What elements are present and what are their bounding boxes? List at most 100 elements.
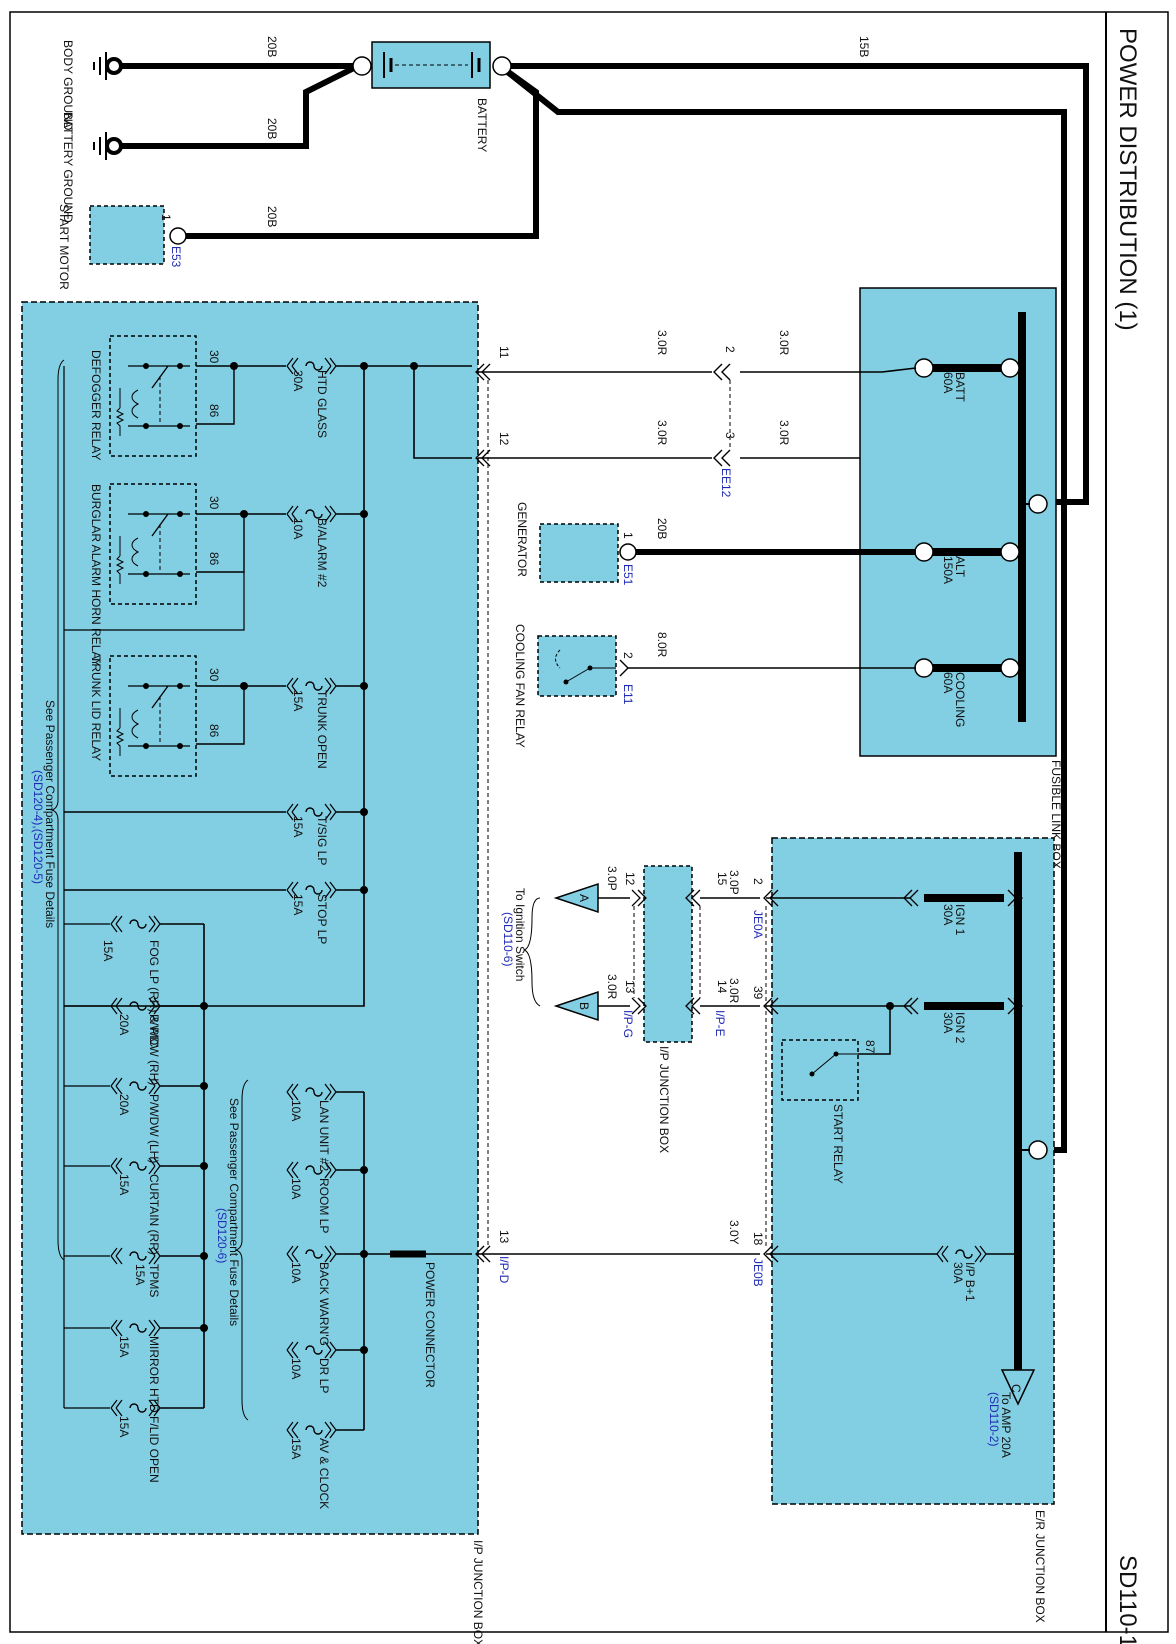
svg-text:A: A [577, 894, 591, 902]
svg-text:GENERATOR: GENERATOR [515, 502, 529, 577]
svg-text:15A: 15A [117, 1174, 131, 1195]
svg-text:T/SIG LP: T/SIG LP [315, 816, 329, 865]
page-title: POWER DISTRIBUTION (1) [1114, 28, 1141, 331]
page-code: SD110-1 [1114, 1555, 1141, 1644]
svg-text:3.0R: 3.0R [655, 330, 669, 356]
svg-text:10A: 10A [289, 1262, 303, 1283]
svg-text:13: 13 [497, 1230, 511, 1244]
svg-text:I/P JUNCTION BOX: I/P JUNCTION BOX [657, 1046, 671, 1153]
svg-text:See Passenger Compartment Fuse: See Passenger Compartment Fuse Details [227, 1098, 241, 1326]
svg-text:30A: 30A [951, 1262, 965, 1283]
svg-text:15A: 15A [291, 894, 305, 915]
svg-text:30: 30 [207, 350, 221, 364]
svg-text:BATT: BATT [953, 372, 967, 402]
svg-text:IGN 1: IGN 1 [953, 904, 967, 936]
svg-text:3.0R: 3.0R [777, 420, 791, 446]
svg-text:To Ignition Switch: To Ignition Switch [513, 888, 527, 981]
svg-text:ROOM LP: ROOM LP [317, 1178, 331, 1233]
svg-text:39: 39 [751, 986, 765, 1000]
svg-text:MIRROR HTD: MIRROR HTD [147, 1336, 161, 1413]
svg-text:1: 1 [621, 532, 635, 539]
svg-text:13: 13 [623, 980, 637, 994]
svg-text:TRUNK LID RELAY: TRUNK LID RELAY [89, 656, 103, 761]
svg-text:60A: 60A [941, 672, 955, 693]
svg-text:E53: E53 [169, 246, 183, 268]
svg-text:I/P-G: I/P-G [621, 1010, 635, 1038]
svg-text:86: 86 [207, 404, 221, 418]
generator: GENERATOR 1 E51 [515, 502, 637, 586]
svg-text:30: 30 [207, 496, 221, 510]
svg-text:20B: 20B [265, 36, 279, 57]
svg-text:See Passenger Compartment Fuse: See Passenger Compartment Fuse Details [43, 700, 57, 928]
svg-text:12: 12 [623, 872, 637, 886]
battery-ground: BATTERY GROUND 20B [61, 112, 279, 223]
start-motor: START MOTOR 1 E53 20B [57, 204, 279, 290]
svg-text:3.0R: 3.0R [605, 974, 619, 1000]
svg-text:JE0A: JE0A [751, 910, 765, 939]
svg-text:30A: 30A [941, 904, 955, 925]
cooling-fan-relay: COOLING FAN RELAY 2 E11 [513, 624, 635, 748]
body-ground: BODY GROUND 20B [61, 36, 279, 131]
fusible-link-box: BATT 60A ALT 150A COOLING 60A FUSIBLE LI… [859, 287, 1063, 869]
svg-text:14: 14 [715, 980, 729, 994]
svg-text:CURTAIN (RR): CURTAIN (RR) [147, 1174, 161, 1255]
er-junction-box: C To AMP 20A (SD110-2) IGN 1 30A IGN 2 3… [771, 837, 1055, 1623]
svg-text:1: 1 [159, 214, 173, 221]
svg-text:30A: 30A [291, 370, 305, 391]
svg-text:E11: E11 [621, 684, 635, 705]
svg-text:2: 2 [723, 346, 737, 353]
start-relay: 87 START RELAY [781, 1039, 877, 1184]
svg-text:DR LP: DR LP [317, 1358, 331, 1393]
svg-text:I/P-E: I/P-E [713, 1010, 727, 1037]
svg-text:20A: 20A [117, 1014, 131, 1035]
svg-text:(SD110-6): (SD110-6) [501, 912, 515, 966]
svg-text:(SD120-6): (SD120-6) [215, 1208, 229, 1263]
svg-text:3: 3 [723, 432, 737, 439]
svg-text:AV & CLOCK: AV & CLOCK [317, 1438, 331, 1509]
svg-text:20B: 20B [265, 206, 279, 227]
svg-text:15A: 15A [117, 1416, 131, 1437]
svg-text:POWER CONNECTOR: POWER CONNECTOR [423, 1262, 437, 1388]
svg-text:20A: 20A [117, 1094, 131, 1115]
svg-text:BACK WARN'G: BACK WARN'G [317, 1262, 331, 1346]
svg-text:BODY GROUND: BODY GROUND [61, 40, 75, 131]
svg-text:8.0R: 8.0R [655, 632, 669, 658]
svg-text:15A: 15A [101, 940, 115, 961]
svg-text:P/WDW (LH): P/WDW (LH) [147, 1094, 161, 1163]
ip-junction-box: 11 12 13 I/P-D I/P JUNCTION BOX HTD GLAS… [21, 301, 511, 1644]
svg-text:150A: 150A [941, 556, 955, 584]
svg-text:12: 12 [497, 432, 511, 446]
svg-text:BATTERY GROUND: BATTERY GROUND [61, 112, 75, 223]
svg-text:STOP LP: STOP LP [315, 894, 329, 944]
svg-text:To AMP 20A: To AMP 20A [999, 1392, 1013, 1458]
svg-text:30: 30 [207, 668, 221, 682]
svg-text:3.0R: 3.0R [655, 420, 669, 446]
svg-text:FOG LP (RR) & PIC: FOG LP (RR) & PIC [147, 940, 161, 1047]
svg-text:LAN UNIT #2: LAN UNIT #2 [317, 1100, 331, 1171]
svg-text:2: 2 [751, 878, 765, 885]
svg-text:(SD120-4),(SD120-5): (SD120-4),(SD120-5) [31, 770, 45, 884]
svg-text:F/LID OPEN: F/LID OPEN [147, 1416, 161, 1483]
svg-text:10A: 10A [289, 1178, 303, 1199]
svg-text:10A: 10A [289, 1100, 303, 1121]
svg-text:10A: 10A [289, 1358, 303, 1379]
svg-text:BURGLAR ALARM HORN RELAY: BURGLAR ALARM HORN RELAY [89, 484, 103, 667]
svg-text:COOLING FAN RELAY: COOLING FAN RELAY [513, 624, 527, 748]
fusible-link-wires: 3.0R 3.0R 3.0R 3.0R 2 3 EE12 20B 8.0R [478, 330, 917, 669]
battery-label: BATTERY [475, 98, 489, 152]
svg-text:30A: 30A [941, 1012, 955, 1033]
svg-text:I/P JUNCTION BOX: I/P JUNCTION BOX [471, 1540, 485, 1644]
svg-text:20B: 20B [265, 118, 279, 139]
svg-text:START MOTOR: START MOTOR [57, 204, 71, 290]
svg-text:3.0Y: 3.0Y [727, 1220, 741, 1245]
svg-text:3.0R: 3.0R [727, 978, 741, 1004]
svg-text:B/ALARM #2: B/ALARM #2 [315, 518, 329, 588]
wire-15b: 15B [857, 36, 871, 57]
svg-text:B: B [577, 1002, 591, 1010]
svg-text:18: 18 [751, 1232, 765, 1246]
svg-text:(SD110-2): (SD110-2) [987, 1392, 1001, 1446]
svg-text:3.0R: 3.0R [777, 330, 791, 356]
svg-text:ALT: ALT [953, 556, 967, 578]
svg-text:3.0P: 3.0P [605, 866, 619, 891]
ip-junction-small: A B 15 14 I/P-E 12 13 I/P-G 3.0P 3.0R I/… [501, 865, 729, 1153]
